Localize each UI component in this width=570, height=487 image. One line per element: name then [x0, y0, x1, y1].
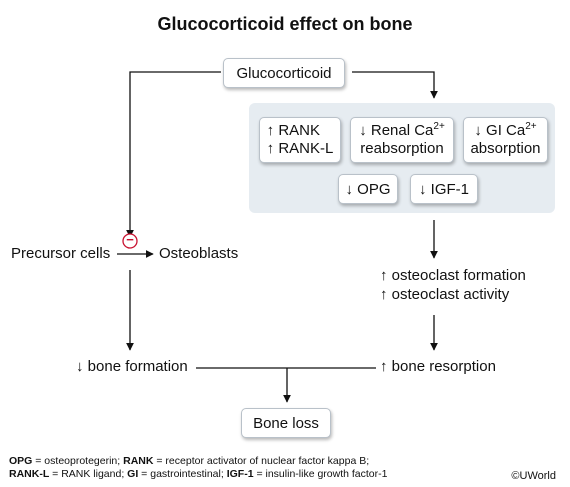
footnote-line-2: RANK-L = RANK ligand; GI = gastrointesti…: [9, 468, 387, 481]
gi-calcium-superscript: 2+: [525, 121, 537, 132]
gi-calcium-box: ↓ GI Ca2+ absorption: [463, 117, 548, 163]
opg-label: ↓ OPG: [345, 180, 391, 198]
abbreviation-footnote: OPG = osteoprotegerin; RANK = receptor a…: [9, 455, 387, 481]
renal-reabsorption-label: reabsorption: [360, 140, 444, 157]
bone-formation-label: ↓ bone formation: [76, 358, 188, 375]
footnote-abbr: IGF-1: [226, 468, 254, 480]
footnote-definition: = receptor activator of nuclear factor k…: [153, 455, 370, 467]
renal-calcium-box: ↓ Renal Ca2+ reabsorption: [350, 117, 454, 163]
bone-resorption-label: ↑ bone resorption: [380, 358, 496, 375]
footnote-abbr: RANK-L: [9, 468, 50, 480]
bone-loss-label: Bone loss: [253, 414, 319, 432]
inhibit-circle: [122, 233, 138, 249]
glucocorticoid-to-panel-arrow: [352, 71, 438, 99]
footnote-definition: = insulin-like growth factor-1: [253, 468, 388, 480]
gi-calcium-label: ↓ GI Ca2+: [474, 121, 537, 140]
footnote-definition: = gastrointestinal;: [138, 468, 227, 480]
rank-box: ↑ RANK ↑ RANK-L: [259, 117, 341, 163]
inhibit-symbol: −: [126, 232, 134, 247]
footnote-abbr: RANK: [123, 455, 154, 467]
rankl-label: ↑ RANK-L: [266, 140, 334, 157]
rank-label: ↑ RANK: [266, 122, 320, 139]
glucocorticoid-box: Glucocorticoid: [223, 58, 345, 88]
glucocorticoid-label: Glucocorticoid: [236, 64, 332, 82]
footnote-abbr: GI: [127, 468, 139, 480]
diagram-title: Glucocorticoid effect on bone: [157, 14, 413, 34]
opg-box: ↓ OPG: [338, 174, 398, 204]
precursor-cells-label: Precursor cells: [11, 245, 111, 262]
footnote-line-1: OPG = osteoprotegerin; RANK = receptor a…: [9, 455, 387, 468]
bone-loss-box: Bone loss: [241, 408, 331, 438]
igf-label: ↓ IGF-1: [418, 180, 469, 198]
footnote-definition: = RANK ligand;: [49, 468, 128, 480]
footnote-abbr: OPG: [9, 455, 33, 467]
renal-calcium-superscript: 2+: [433, 121, 445, 132]
osteoclast-formation-label: ↑ osteoclast formation: [380, 267, 526, 284]
renal-calcium-label: ↓ Renal Ca2+: [359, 121, 445, 140]
osteoclast-activity-label: ↑ osteoclast activity: [380, 286, 510, 303]
footnote-definition: = osteoprotegerin;: [32, 455, 124, 467]
copyright-notice: ©UWorld: [511, 470, 556, 482]
gi-absorption-label: absorption: [470, 140, 541, 157]
igf-box: ↓ IGF-1: [410, 174, 478, 204]
osteoblasts-label: Osteoblasts: [159, 245, 239, 262]
glucocorticoid-to-osteoblast-arrow: [126, 71, 221, 238]
